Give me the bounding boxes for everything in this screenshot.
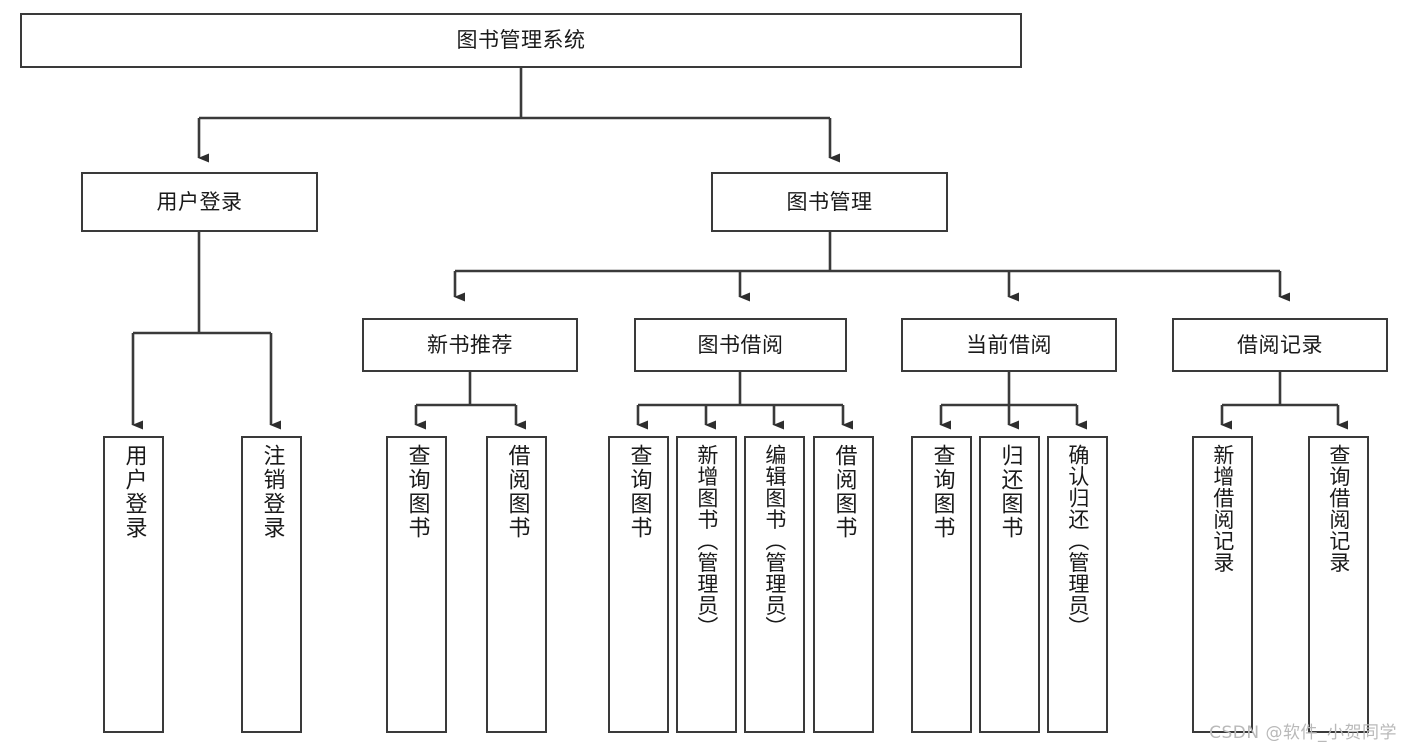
node-current-borrow[interactable]: 当前借阅 [901, 318, 1117, 372]
node-leaf-borrow-book-a-label: 借阅图书 [504, 444, 530, 540]
csdn-watermark: CSDN @软件_小贺同学 [1209, 723, 1397, 743]
node-leaf-query-book-b[interactable]: 查询图书 [608, 436, 669, 733]
node-new-book-rec-label: 新书推荐 [427, 332, 513, 357]
node-leaf-return-book[interactable]: 归还图书 [979, 436, 1040, 733]
node-leaf-query-record-label: 查询借阅记录 [1326, 444, 1351, 573]
node-leaf-borrow-book-b-label: 借阅图书 [831, 444, 857, 540]
node-leaf-query-book-a[interactable]: 查询图书 [386, 436, 447, 733]
node-user-login-label: 用户登录 [156, 189, 243, 214]
node-borrow-record[interactable]: 借阅记录 [1172, 318, 1388, 372]
node-leaf-query-book-a-label: 查询图书 [404, 444, 430, 540]
node-leaf-return-book-label: 归还图书 [997, 444, 1023, 540]
node-book-manage-label: 图书管理 [786, 189, 873, 214]
node-leaf-logout-label: 注销登录 [259, 444, 285, 540]
node-leaf-query-book-c[interactable]: 查询图书 [911, 436, 972, 733]
node-book-borrow[interactable]: 图书借阅 [634, 318, 847, 372]
node-book-manage[interactable]: 图书管理 [711, 172, 948, 232]
node-leaf-confirm-return-label: 确认归还（管理员） [1065, 444, 1090, 638]
node-leaf-add-book-label: 新增图书（管理员） [694, 444, 719, 638]
node-leaf-query-record[interactable]: 查询借阅记录 [1308, 436, 1369, 733]
node-leaf-query-book-b-label: 查询图书 [626, 444, 652, 540]
node-leaf-user-login[interactable]: 用户登录 [103, 436, 164, 733]
node-root[interactable]: 图书管理系统 [20, 13, 1022, 68]
node-leaf-edit-book[interactable]: 编辑图书（管理员） [744, 436, 805, 733]
node-new-book-rec[interactable]: 新书推荐 [362, 318, 578, 372]
node-leaf-add-record[interactable]: 新增借阅记录 [1192, 436, 1253, 733]
node-leaf-confirm-return[interactable]: 确认归还（管理员） [1047, 436, 1108, 733]
node-root-label: 图书管理系统 [456, 28, 586, 53]
node-leaf-query-book-c-label: 查询图书 [929, 444, 955, 540]
node-book-borrow-label: 图书借阅 [697, 332, 784, 357]
node-borrow-record-label: 借阅记录 [1237, 332, 1323, 357]
node-leaf-logout[interactable]: 注销登录 [241, 436, 302, 733]
node-user-login[interactable]: 用户登录 [81, 172, 318, 232]
node-leaf-add-record-label: 新增借阅记录 [1210, 444, 1235, 573]
node-current-borrow-label: 当前借阅 [966, 332, 1052, 357]
node-leaf-borrow-book-a[interactable]: 借阅图书 [486, 436, 547, 733]
node-leaf-add-book[interactable]: 新增图书（管理员） [676, 436, 737, 733]
node-leaf-user-login-label: 用户登录 [121, 444, 147, 540]
node-leaf-borrow-book-b[interactable]: 借阅图书 [813, 436, 874, 733]
node-leaf-edit-book-label: 编辑图书（管理员） [762, 444, 787, 638]
